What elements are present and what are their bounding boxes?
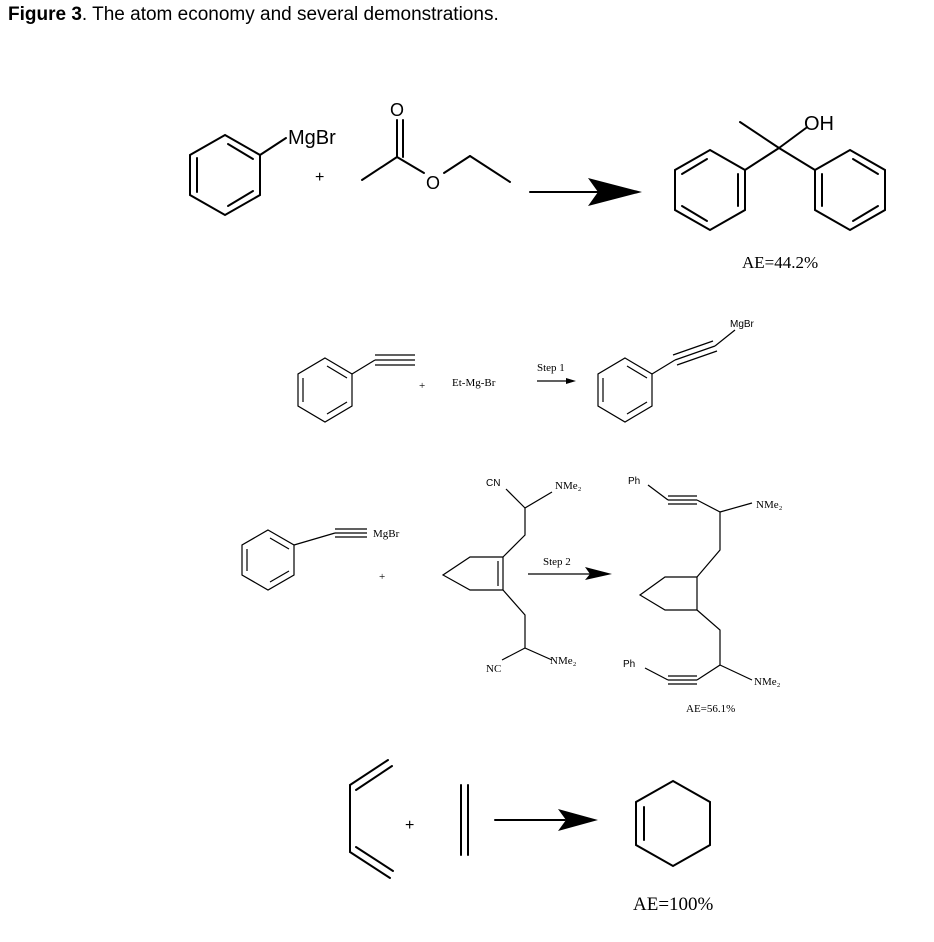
reaction-arrow <box>494 809 598 831</box>
ethyl-acetate: O O <box>361 100 511 193</box>
nme2-label: NMe₂ <box>555 480 582 492</box>
atom-economy-56: AE=56.1% <box>686 703 735 715</box>
step-1-arrow <box>537 378 576 384</box>
diphenylethanol-product: OH AE=44.2% <box>674 113 886 272</box>
dinitrile-cyclopentene: CN NMe₂ NC NMe₂ <box>441 478 582 675</box>
reaction-3: MgBr + CN NMe₂ NC NMe₂ Step 2 <box>241 476 783 715</box>
step-1-label: Step 1 <box>537 362 565 374</box>
cyclohexene <box>635 779 711 868</box>
atom-economy-100: AE=100% <box>633 894 714 915</box>
nme2-label: NMe₂ <box>550 655 577 667</box>
phenylethynyl-magnesium-bromide: MgBr <box>241 528 400 591</box>
plus-sign: + <box>405 817 414 834</box>
figure-caption-text: . The atom economy and several demonstra… <box>81 4 499 25</box>
ester-oxygen-label: O <box>426 173 440 193</box>
reaction-arrow <box>529 178 642 206</box>
mgbr-label: MgBr <box>288 127 336 149</box>
oh-label: OH <box>804 113 834 135</box>
phenylacetylene <box>297 354 415 423</box>
butadiene <box>349 759 394 879</box>
product-56: Ph NMe₂ Ph NMe₂ AE=56.1% <box>623 476 783 715</box>
ph-label: Ph <box>628 476 640 487</box>
nme2-label: NMe₂ <box>754 676 781 688</box>
step-2-arrow <box>528 567 612 580</box>
reaction-4-diels-alder: + AE=100% <box>349 759 714 915</box>
mgbr-label: MgBr <box>730 319 755 330</box>
atom-economy-44: AE=44.2% <box>742 253 818 272</box>
carbonyl-oxygen-label: O <box>390 100 404 120</box>
ethylmagnesium-bromide-label: Et-Mg-Br <box>452 377 496 389</box>
phenylethynyl-magnesium-bromide: MgBr <box>597 319 755 423</box>
nc-label: NC <box>486 663 501 675</box>
reaction-2: + Et-Mg-Br Step 1 MgBr <box>297 319 755 423</box>
ph-label: Ph <box>623 659 635 670</box>
plus-sign: + <box>419 380 425 392</box>
phenylmagnesium-bromide: MgBr <box>189 127 336 217</box>
figure-caption: Figure 3. The atom economy and several d… <box>8 4 499 26</box>
reaction-1: MgBr + O O OH <box>189 100 886 272</box>
nme2-label: NMe₂ <box>756 499 783 511</box>
figure-label: Figure 3 <box>8 4 82 25</box>
plus-sign: + <box>379 571 385 583</box>
step-2-label: Step 2 <box>543 556 571 568</box>
mgbr-label: MgBr <box>373 528 400 540</box>
ethylene <box>460 784 469 856</box>
cn-label: CN <box>486 478 500 489</box>
plus-sign: + <box>315 169 324 186</box>
